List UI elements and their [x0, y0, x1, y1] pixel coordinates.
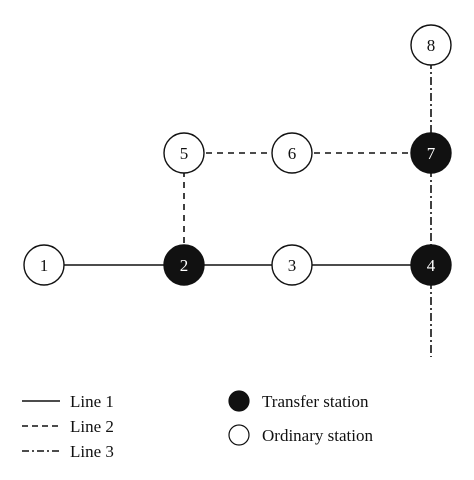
- legend-label-transfer-station: Transfer station: [262, 392, 369, 411]
- legend-item-ordinary-station: Ordinary station: [228, 424, 373, 446]
- transfer-station-marker: [410, 132, 452, 174]
- station-8-label: 8: [427, 36, 436, 55]
- station-6-label: 6: [288, 144, 297, 163]
- ordinary-station-marker: [271, 244, 313, 286]
- network-lines: [44, 45, 432, 357]
- station-4: 4: [410, 244, 452, 286]
- ordinary-station-marker: [271, 132, 313, 174]
- legend-label-line-3: Line 3: [70, 442, 114, 461]
- transfer-station-marker: [163, 244, 205, 286]
- station-1-label: 1: [40, 256, 49, 275]
- station-7-label: 7: [427, 144, 436, 163]
- legend-item-line-2: Line 2: [22, 417, 114, 436]
- ordinary-station-marker: [23, 244, 65, 286]
- station-3: 3: [271, 244, 313, 286]
- legend-label-line-2: Line 2: [70, 417, 114, 436]
- transfer-station-marker: [410, 244, 452, 286]
- ordinary-station-swatch: [228, 424, 250, 446]
- legend-item-line-3: Line 3: [22, 442, 114, 461]
- station-3-label: 3: [288, 256, 297, 275]
- station-2: 2: [163, 244, 205, 286]
- legend-label-ordinary-station: Ordinary station: [262, 426, 373, 445]
- ordinary-station-marker: [163, 132, 205, 174]
- station-2-label: 2: [180, 256, 189, 275]
- stations: 1 2 3 4 5 6 7 8: [23, 24, 452, 286]
- station-8: 8: [410, 24, 452, 66]
- station-5: 5: [163, 132, 205, 174]
- station-1: 1: [23, 244, 65, 286]
- station-7: 7: [410, 132, 452, 174]
- legend-item-line-1: Line 1: [22, 392, 114, 411]
- legend: Line 1 Line 2 Line 3 Transfer station Or…: [22, 390, 373, 461]
- ordinary-station-marker: [410, 24, 452, 66]
- transfer-station-swatch: [228, 390, 250, 412]
- legend-label-line-1: Line 1: [70, 392, 114, 411]
- station-4-label: 4: [427, 256, 436, 275]
- station-6: 6: [271, 132, 313, 174]
- station-5-label: 5: [180, 144, 189, 163]
- legend-item-transfer-station: Transfer station: [228, 390, 369, 412]
